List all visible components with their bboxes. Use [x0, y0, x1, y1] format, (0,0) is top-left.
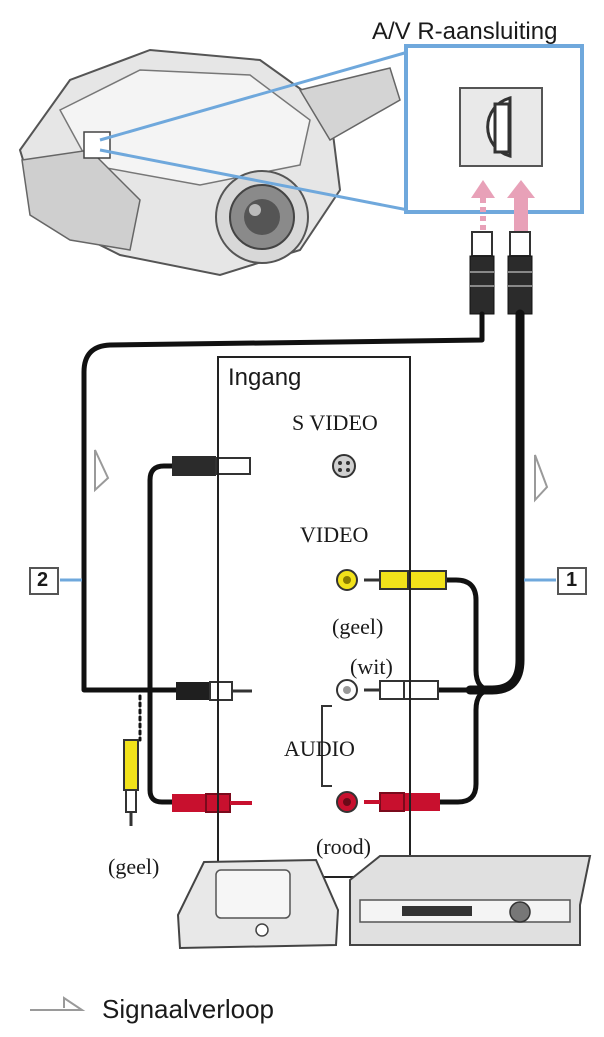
cable1-plugs [364, 570, 447, 812]
legend-label: Signaalverloop [102, 994, 275, 1024]
cables [81, 309, 525, 805]
signal-arrows [94, 449, 549, 503]
s-video-label: S VIDEO [292, 410, 378, 435]
video-label: VIDEO [300, 522, 369, 547]
recorders [176, 855, 592, 950]
cable-2-number: 2 [37, 569, 49, 591]
av-plugs [469, 231, 533, 315]
input-heading: Ingang [228, 364, 302, 391]
yellow-plug-label: (geel) [108, 854, 160, 879]
white-jack-label: (wit) [350, 654, 393, 679]
connector-title: A/V R-aansluiting [372, 18, 558, 45]
cable-1-number: 1 [566, 569, 578, 591]
input-jacks [321, 454, 358, 813]
cable2-plugs [123, 456, 252, 826]
audio-label: AUDIO [284, 736, 355, 761]
insert-arrows [471, 180, 535, 238]
camcorder [18, 48, 401, 277]
legend-arrow-icon [30, 996, 86, 1011]
callouts [29, 567, 587, 595]
yellow-jack-label: (geel) [332, 614, 384, 639]
red-jack-label: (rood) [316, 834, 371, 859]
connector-zoom [99, 44, 584, 214]
